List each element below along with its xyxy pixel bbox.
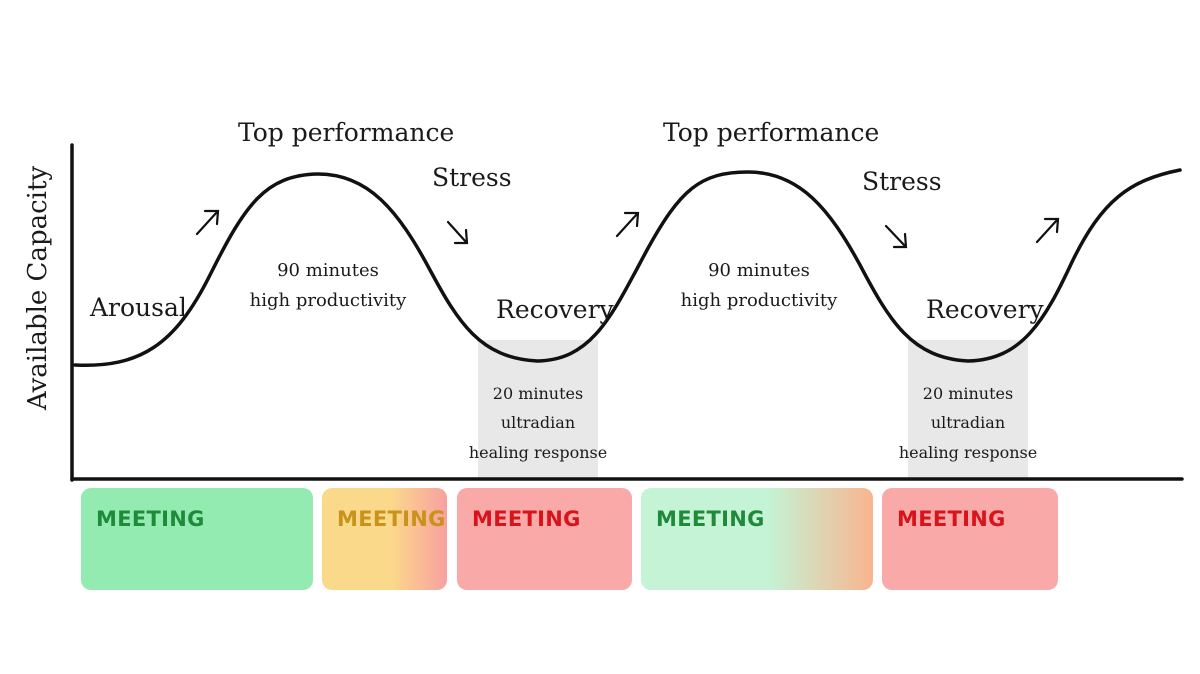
label-heal-type-2: ultradian [931,413,1005,432]
svg-text:MEETING: MEETING [656,507,765,531]
svg-text:MEETING: MEETING [96,507,205,531]
label-recovery-2: Recovery [926,295,1045,324]
arrow-down-right-icon [446,220,469,245]
svg-text:MEETING: MEETING [472,507,581,531]
healing-band-1 [478,340,598,478]
label-top-performance-2: Top performance [663,118,879,147]
label-top-performance-1: Top performance [238,118,454,147]
arrow-up-icon [1035,217,1060,244]
meeting-block-1: MEETING [81,488,313,590]
arrow-up-icon [615,211,640,238]
arrow-down-right-icon [884,224,908,249]
meeting-block-5: MEETING [882,488,1058,590]
label-heal-type-1: ultradian [501,413,575,432]
label-work-duration-2: 90 minutes [708,260,810,281]
label-work-desc-2: high productivity [681,290,838,311]
meeting-block-4: MEETING [641,488,873,590]
label-heal-desc-2: healing response [899,443,1037,462]
label-heal-desc-1: healing response [469,443,607,462]
label-arousal: Arousal [89,293,187,322]
capacity-curve [73,168,1182,367]
meeting-block-2: MEETING [322,488,447,590]
svg-text:MEETING: MEETING [897,507,1006,531]
arrow-up-icon [195,209,220,236]
healing-band-2 [908,340,1028,478]
meeting-block-3: MEETING [457,488,632,590]
label-recovery-1: Recovery [496,295,615,324]
y-axis-label: Available Capacity [23,166,53,412]
label-heal-duration-2: 20 minutes [923,384,1013,403]
label-heal-duration-1: 20 minutes [493,384,583,403]
label-work-duration-1: 90 minutes [277,260,379,281]
svg-text:MEETING: MEETING [337,507,446,531]
label-stress-2: Stress [862,167,942,196]
label-stress-1: Stress [432,163,512,192]
label-work-desc-1: high productivity [250,290,407,311]
